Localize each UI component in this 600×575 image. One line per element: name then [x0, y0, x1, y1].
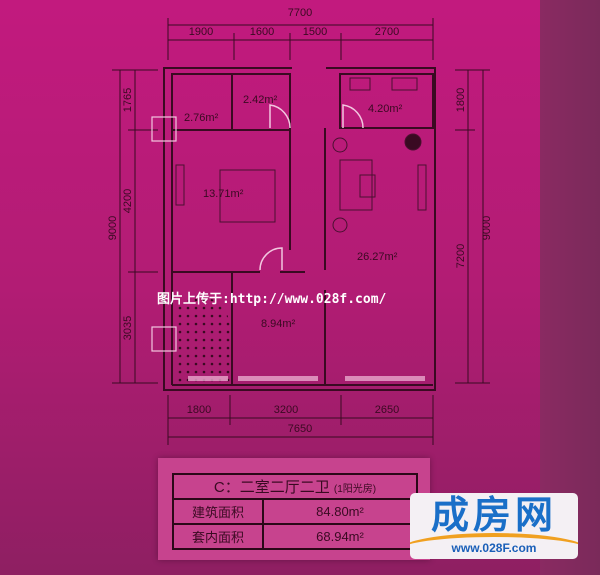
- logo-arc: [410, 533, 578, 559]
- area-bath2: 2.42m²: [243, 94, 278, 106]
- dim-right-total: 9000: [481, 216, 493, 240]
- row-label: 套内面积: [172, 523, 264, 550]
- row-value: 68.94m²: [262, 523, 418, 550]
- dim-top-3: 1500: [303, 26, 327, 38]
- dim-top-1: 1900: [189, 26, 213, 38]
- dim-top-total: 7700: [288, 7, 312, 19]
- right-edge-band: [540, 0, 600, 575]
- row-value: 84.80m²: [262, 498, 418, 525]
- dim-bottom-total: 7650: [288, 423, 312, 435]
- summary-title-note: (1阳光房): [333, 484, 377, 495]
- dim-right-2: 7200: [455, 244, 467, 268]
- dim-left-2: 4200: [122, 189, 134, 213]
- area-bath1: 2.76m²: [184, 112, 219, 124]
- logo-url: www.028F.com: [451, 541, 537, 555]
- area-kitchen: 4.20m²: [368, 103, 403, 115]
- door-arcs: [259, 104, 364, 271]
- summary-title-text: C：二室二厅二卫: [213, 479, 330, 496]
- site-logo: 成房网 www.028F.com: [410, 493, 578, 559]
- sunroom-floor: [174, 298, 230, 382]
- dim-bottom-1: 1800: [187, 404, 211, 416]
- dim-right-1: 1800: [455, 88, 467, 112]
- logo-name: 成房网: [430, 495, 557, 537]
- furniture: [175, 77, 427, 233]
- dim-left-1: 1765: [122, 88, 134, 112]
- dim-left-3: 3035: [122, 316, 134, 340]
- dim-left-total: 9000: [107, 216, 119, 240]
- area-middle: 8.94m²: [261, 318, 296, 330]
- dim-top-4: 2700: [375, 26, 399, 38]
- dim-bottom-3: 2650: [375, 404, 399, 416]
- row-label: 建筑面积: [172, 498, 264, 525]
- dim-top-2: 1600: [250, 26, 274, 38]
- summary-title: C：二室二厅二卫 (1阳光房): [172, 473, 418, 500]
- area-bedroom: 13.71m²: [203, 188, 244, 200]
- upload-watermark: 图片上传于:http://www.028f.com/: [157, 292, 387, 307]
- area-living: 26.27m²: [357, 251, 398, 263]
- dim-bottom-2: 3200: [274, 404, 298, 416]
